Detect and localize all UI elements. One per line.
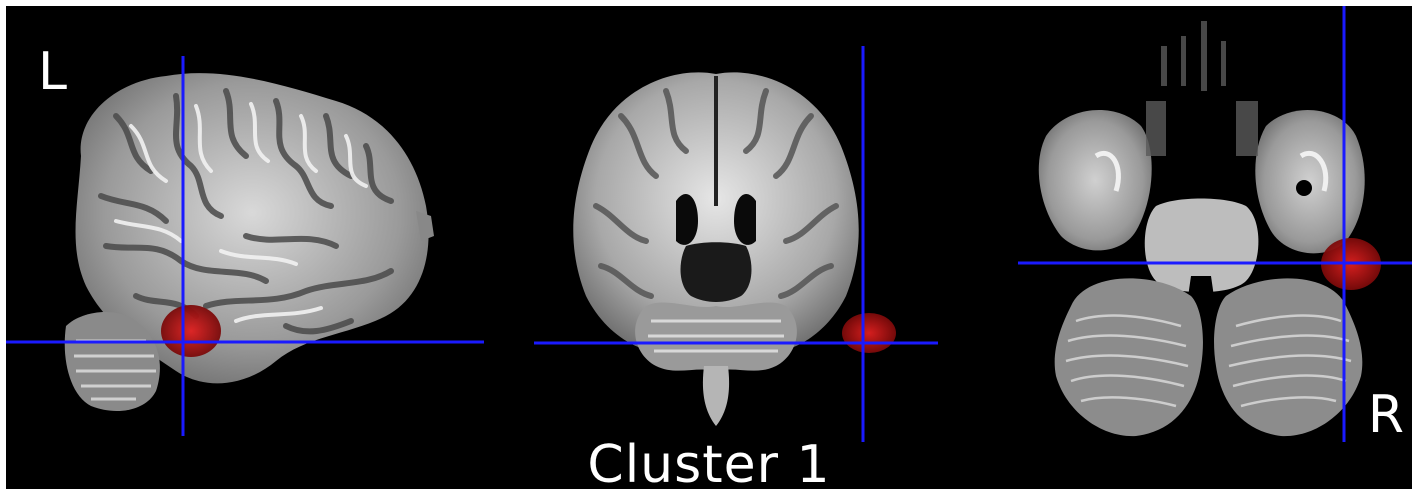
sagittal-crosshair	[6, 56, 484, 436]
axial-view	[1006, 6, 1412, 489]
sagittal-view	[6, 6, 506, 489]
sagittal-brain-slice	[64, 73, 434, 411]
brain-figure: L R Cluster 1	[6, 6, 1412, 489]
sagittal-activation-cluster	[161, 305, 221, 357]
coronal-brain-slice	[573, 72, 859, 426]
axial-crosshair	[1018, 6, 1412, 442]
coronal-crosshair	[534, 46, 938, 442]
coronal-activation-cluster	[842, 313, 896, 353]
figure-caption: Cluster 1	[587, 435, 831, 489]
left-hemisphere-label: L	[38, 42, 67, 102]
coronal-view	[526, 6, 946, 489]
axial-brain-slice	[1038, 21, 1365, 437]
right-hemisphere-label: R	[1367, 385, 1404, 445]
